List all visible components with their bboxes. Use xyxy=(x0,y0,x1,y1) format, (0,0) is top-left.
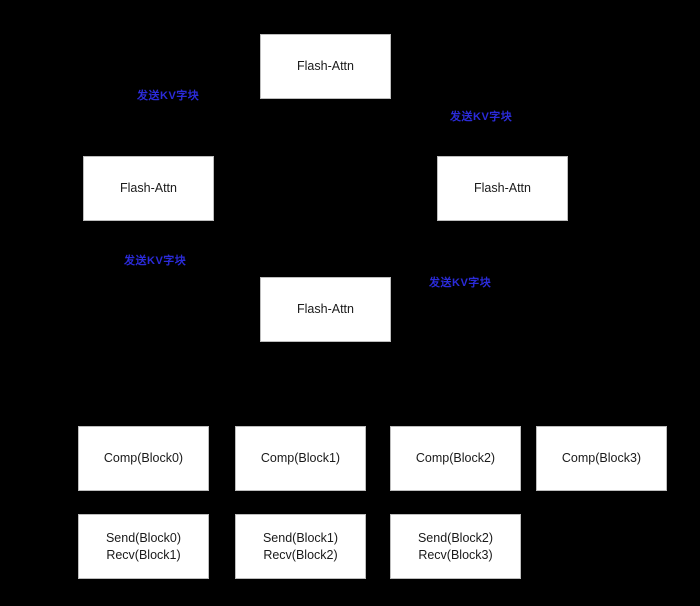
edge-label-top-left: 发送KV字块 xyxy=(137,90,200,102)
send-label: Send(Block2) xyxy=(417,530,494,545)
comm-block-1: Send(Block1) Recv(Block2) xyxy=(235,514,366,579)
node-label: Flash-Attn xyxy=(120,181,177,195)
node-label: Flash-Attn xyxy=(297,302,354,316)
edge-label-bottom-right: 发送KV字块 xyxy=(429,277,492,289)
comp-block-0: Comp(Block0) xyxy=(78,426,209,491)
flash-attn-node-right: Flash-Attn xyxy=(437,156,568,221)
send-label: Send(Block1) xyxy=(262,530,339,545)
comp-block-1: Comp(Block1) xyxy=(235,426,366,491)
send-label: Send(Block0) xyxy=(105,530,182,545)
comp-block-3: Comp(Block3) xyxy=(536,426,667,491)
flash-attn-node-bottom: Flash-Attn xyxy=(260,277,391,342)
recv-label: Recv(Block1) xyxy=(106,547,181,562)
node-label: Flash-Attn xyxy=(474,181,531,195)
comp-block-2: Comp(Block2) xyxy=(390,426,521,491)
recv-label: Recv(Block3) xyxy=(418,547,493,562)
comm-block-0: Send(Block0) Recv(Block1) xyxy=(78,514,209,579)
node-label: Flash-Attn xyxy=(297,59,354,73)
comp-label: Comp(Block1) xyxy=(260,451,341,465)
edge-label-bottom-left: 发送KV字块 xyxy=(124,255,187,267)
comp-label: Comp(Block0) xyxy=(103,451,184,465)
flash-attn-node-top: Flash-Attn xyxy=(260,34,391,99)
comm-block-2: Send(Block2) Recv(Block3) xyxy=(390,514,521,579)
comp-label: Comp(Block2) xyxy=(415,451,496,465)
recv-label: Recv(Block2) xyxy=(263,547,338,562)
flash-attn-node-left: Flash-Attn xyxy=(83,156,214,221)
edge-label-top-right: 发送KV字块 xyxy=(450,111,513,123)
comp-label: Comp(Block3) xyxy=(561,451,642,465)
